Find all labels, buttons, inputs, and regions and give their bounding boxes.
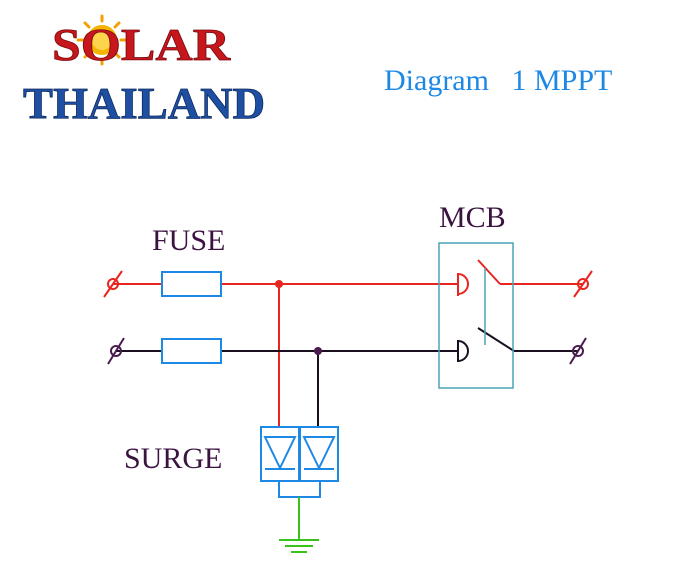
negative-input-terminal bbox=[107, 337, 125, 365]
logo-thailand: THAILAND bbox=[23, 79, 265, 128]
logo-solar: SOLAR bbox=[52, 19, 231, 70]
mcb-box bbox=[438, 242, 514, 389]
negative-wire bbox=[116, 327, 578, 427]
solar-thailand-logo: SOLAR THAILAND bbox=[23, 14, 265, 128]
fuse-label: FUSE bbox=[152, 224, 225, 257]
sun-icon bbox=[76, 14, 128, 66]
surge-label: SURGE bbox=[124, 442, 222, 475]
mcb-contacts bbox=[457, 273, 469, 362]
positive-input-terminal bbox=[103, 270, 123, 298]
negative-junction bbox=[314, 347, 322, 355]
page-title: Diagram 1 MPPT bbox=[384, 64, 612, 97]
ground-icon bbox=[279, 497, 319, 553]
fuse-positive bbox=[161, 271, 222, 297]
positive-junction bbox=[275, 280, 283, 288]
mcb-label: MCB bbox=[439, 201, 506, 234]
positive-output-terminal bbox=[573, 270, 593, 298]
fuse-negative bbox=[161, 338, 222, 364]
surge-protector bbox=[260, 426, 339, 498]
positive-wire bbox=[113, 259, 583, 427]
negative-output-terminal bbox=[569, 337, 587, 365]
